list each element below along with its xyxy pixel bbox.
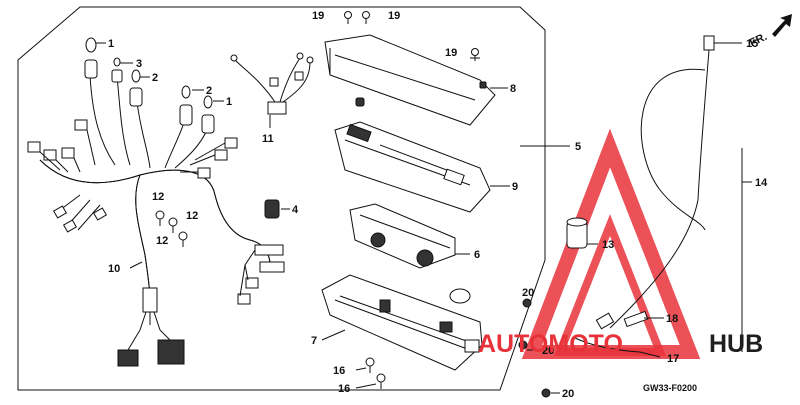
sub-harness-11 — [230, 52, 314, 115]
callout-5: 5 — [575, 141, 581, 153]
leader-lines — [96, 42, 752, 394]
callout-11: 11 — [262, 133, 274, 145]
callout-19-a: 19 — [312, 10, 324, 22]
callout-1-right: 1 — [226, 96, 232, 108]
cable-guide-17-18 — [574, 310, 649, 353]
callout-16-a: 16 — [333, 365, 345, 377]
callout-4: 4 — [292, 204, 299, 216]
harness-left-connectors — [27, 119, 108, 233]
watermark-word-dark: HUB — [709, 330, 763, 358]
meter-unit-6 — [349, 203, 456, 269]
callout-20-c: 20 — [562, 388, 574, 400]
callout-1-left: 1 — [108, 38, 114, 50]
callout-20-b: 20 — [542, 345, 554, 357]
screws-20 — [518, 298, 551, 398]
meter-case-7 — [321, 274, 483, 371]
watermark-triangle — [521, 128, 701, 359]
figure-code: GW33-F0200 — [643, 383, 697, 393]
callout-12-a: 12 — [152, 191, 164, 203]
callout-19-b: 19 — [388, 10, 400, 22]
socket-4 — [264, 199, 280, 219]
callout-18: 18 — [666, 313, 678, 325]
callout-19-c: 19 — [445, 47, 457, 59]
front-label: FR. — [748, 31, 769, 49]
callout-6: 6 — [474, 249, 480, 261]
callout-16-b: 16 — [338, 383, 350, 395]
callout-7: 7 — [311, 335, 317, 347]
callout-20-a: 20 — [522, 287, 534, 299]
callout-15: 15 — [746, 38, 758, 50]
front-arrow-icon — [772, 14, 792, 37]
callout-10: 10 — [108, 263, 120, 275]
callout-2-right: 2 — [206, 85, 212, 97]
callout-14: 14 — [755, 177, 768, 189]
callout-8: 8 — [510, 83, 516, 95]
callout-2-left: 2 — [152, 72, 158, 84]
callout-12-b: 12 — [186, 210, 198, 222]
screws-16 — [365, 357, 386, 389]
meter-cover-8 — [324, 34, 496, 126]
wire-harness — [27, 37, 285, 367]
watermark-text: AUTOMOTO HUB — [478, 330, 763, 358]
screws-12 — [155, 210, 188, 247]
callouts: 1 1 2 2 3 4 5 6 7 8 9 10 11 12 12 12 13 … — [108, 10, 768, 400]
bulb-sockets — [84, 37, 215, 134]
callout-9: 9 — [512, 181, 518, 193]
harness-right-connectors — [180, 137, 285, 305]
callout-13: 13 — [602, 239, 614, 251]
watermark-word-red: AUTOMOTO — [478, 330, 623, 358]
callout-17: 17 — [667, 353, 679, 365]
meter-panel-9 — [334, 121, 491, 213]
callout-3: 3 — [136, 58, 142, 70]
assembly-outline — [17, 6, 546, 391]
grommet-13 — [566, 217, 588, 249]
callout-12-c: 12 — [156, 235, 168, 247]
speedometer-cable — [609, 35, 742, 329]
